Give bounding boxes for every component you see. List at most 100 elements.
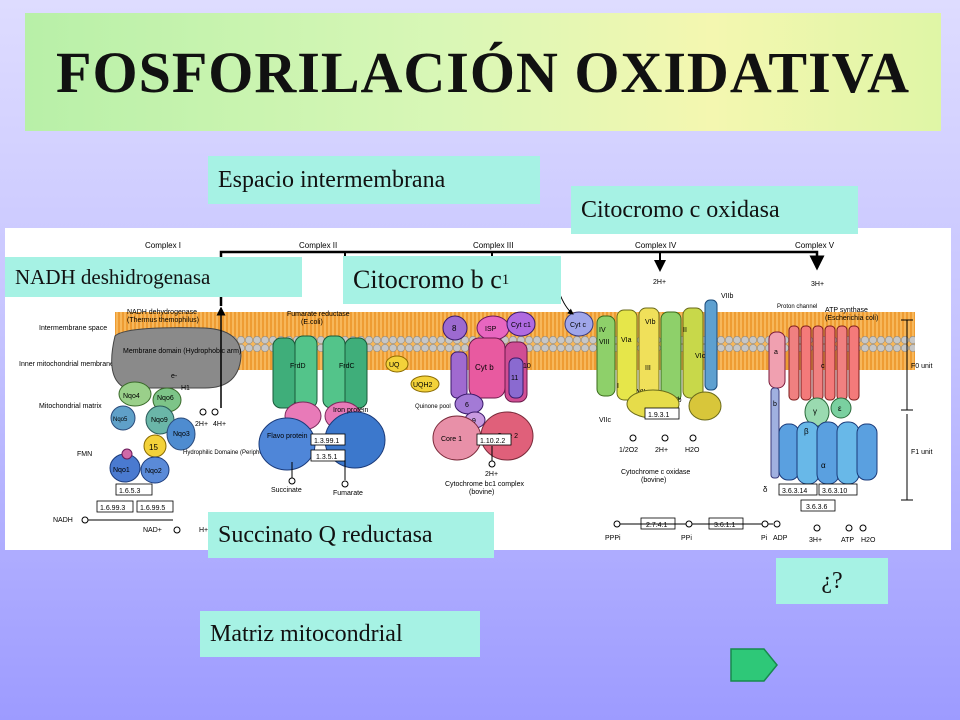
subunit-epsilon: ε xyxy=(838,404,842,413)
metabolite-h2o: H2O xyxy=(685,447,700,454)
metabolite-3h-top: 3H+ xyxy=(811,281,824,288)
proton-channel-label: Proton channel xyxy=(777,304,817,310)
label-succinate-q-reductase: Succinato Q reductasa xyxy=(208,512,494,558)
unit-f1: F1 unit xyxy=(911,449,932,456)
metabolite-succinate: Succinate xyxy=(271,487,302,494)
ec-1-3-99-1: 1.3.99.1 xyxy=(314,438,339,445)
subunit-core1: Core 1 xyxy=(441,436,462,443)
subunit-delta: δ xyxy=(763,485,768,494)
ec-1-6-99-3: 1.6.99.3 xyxy=(100,505,125,512)
ec-3-6-1-1: 3.6.1.1 xyxy=(714,522,736,529)
ec-2-7-4-1: 2.7.4.1 xyxy=(646,522,668,529)
label-cyt-oxidase-text: Citocromo c oxidasa xyxy=(581,196,780,223)
complex4-name: Cytochrome c oxidase xyxy=(621,469,690,476)
subunit-nqo3: Nqo3 xyxy=(173,431,190,438)
label-matrix-text: Matriz mitocondrial xyxy=(210,620,403,647)
subunit-9: 9 xyxy=(472,418,476,425)
label-cytochrome-c-oxidase: Citocromo c oxidasa xyxy=(571,186,858,234)
next-slide-button[interactable] xyxy=(730,648,778,687)
subunit-alpha: α xyxy=(821,461,826,470)
complex-header-1: Complex I xyxy=(145,241,181,250)
complex1-membrane-arm xyxy=(111,327,242,389)
complex2-organism: (E.coli) xyxy=(301,319,323,326)
complex3-name: Cytochrome bc1 complex xyxy=(445,481,524,488)
subunit-frdc: FrdC xyxy=(339,363,355,370)
quinone-uqh2: UQH2 xyxy=(413,382,433,389)
label-nadh-dehydrogenase: NADH deshidrogenasa xyxy=(5,257,302,297)
metabolite-2h-c3: 2H+ xyxy=(485,471,498,478)
metabolite-2h-c4-top: 2H+ xyxy=(653,279,666,286)
subunit-gamma: γ xyxy=(813,407,817,416)
next-slide-arrow-icon xyxy=(730,648,778,682)
subunit-iii: III xyxy=(645,365,651,372)
complex-header-4: Complex IV xyxy=(635,241,677,250)
subunit-8: 8 xyxy=(452,324,457,333)
ec-1-6-99-5: 1.6.99.5 xyxy=(140,505,165,512)
subunit-nqo2: Nqo2 xyxy=(145,468,162,475)
metabolite-3h-bottom: 3H+ xyxy=(809,537,822,544)
subunit-b: b xyxy=(773,401,777,408)
complex-1: NADH dehydrogenase (Thermus themophilus)… xyxy=(53,306,283,534)
metabolite-2h-c4-bottom: 2H+ xyxy=(655,447,668,454)
metabolite-h: H+ xyxy=(199,527,208,534)
complex5-name: ATP synthase xyxy=(825,307,868,314)
subunit-viii: VIII xyxy=(599,339,610,346)
label-mitochondrial-matrix: Matriz mitocondrial xyxy=(200,611,480,657)
subunit-h1: H1 xyxy=(181,385,190,392)
subunit-nqo9: Nqo9 xyxy=(151,417,168,424)
side-label-matrix: Mitochondrial matrix xyxy=(39,403,102,410)
complex1-organism: (Thermus themophilus) xyxy=(127,317,199,324)
subunit-vic: VIc xyxy=(695,353,706,360)
complex-2: Fumarate reductase (E.coli) FrdD FrdC Fl… xyxy=(258,311,451,497)
label-intermembrane-space: Espacio intermembrana xyxy=(208,156,540,204)
complex1-membrane-label: Membrane domain (Hydrophobic arm) xyxy=(123,348,241,355)
subunit-flavo: Flavo protein xyxy=(267,433,308,440)
label-intermembrane-text: Espacio intermembrana xyxy=(218,166,446,193)
oxphos-diagram-svg: Complex I Complex II Complex III Complex… xyxy=(19,241,932,544)
metabolite-h2o-c5: H2O xyxy=(861,537,876,544)
subunit-viic: VIIc xyxy=(599,417,612,424)
ec-3-6-3-14: 3.6.3.14 xyxy=(782,488,807,495)
label-succinate-text: Succinato Q reductasa xyxy=(218,521,433,548)
metabolite-2h: 2H+ xyxy=(195,421,208,428)
subunit-nqo5: Nqo5 xyxy=(113,417,128,423)
page-title: FOSFORILACIÓN OXIDATIVA xyxy=(56,39,910,105)
complex2-name: Fumarate reductase xyxy=(287,311,350,318)
label-nadh-text: NADH deshidrogenasa xyxy=(15,264,211,289)
quinone-pool: Quinone pool xyxy=(415,404,451,410)
subunit-vib: VIb xyxy=(645,319,656,326)
subunit-via: VIa xyxy=(621,337,632,344)
metabolite-half-o2: 1/2O2 xyxy=(619,447,638,454)
side-label-inner-membrane: Inner mitochondrial membrane xyxy=(19,361,114,368)
subunit-10: 10 xyxy=(523,363,531,370)
complex-4: Cyt c VIIb IV VIII VIb II VIa III VIc Vb… xyxy=(558,279,734,484)
unit-f0: F0 unit xyxy=(911,363,932,370)
complex-header-2: Complex II xyxy=(299,241,337,250)
subunit-cytc: Cyt c xyxy=(570,322,586,329)
subunit-a: a xyxy=(774,349,778,356)
complex-header-3: Complex III xyxy=(473,241,513,250)
label-question: ¿? xyxy=(776,558,888,604)
quinone-uq: UQ xyxy=(389,362,400,369)
title-banner: FOSFORILACIÓN OXIDATIVA xyxy=(25,13,941,131)
subunit-nqo1: Nqo1 xyxy=(113,467,130,474)
ec-1-9-3-1: 1.9.3.1 xyxy=(648,412,670,419)
label-cyt-bc1-text: Citocromo b c xyxy=(353,265,502,294)
subunit-beta: β xyxy=(804,427,809,436)
subunit-iv: IV xyxy=(599,327,606,334)
subunit-cytb: Cyt b xyxy=(475,363,494,372)
subunit-iron: Iron protein xyxy=(333,407,369,414)
subunit-6: 6 xyxy=(465,402,469,409)
label-cyt-bc1-subscript: 1 xyxy=(501,271,510,288)
subunit-11: 11 xyxy=(511,375,518,382)
subunit-cytc1: Cyt c1 xyxy=(511,322,531,329)
ec-3-6-3-6: 3.6.3.6 xyxy=(806,504,828,511)
metabolite-atp: ATP xyxy=(841,537,854,544)
complex4-organism: (bovine) xyxy=(641,477,666,484)
ec-1-10-2-2: 1.10.2.2 xyxy=(480,438,505,445)
subunit-ii: II xyxy=(683,327,687,334)
subunit-i: I xyxy=(617,383,619,390)
metabolite-ppi: PPi xyxy=(681,535,692,542)
subunit-nqo6: Nqo6 xyxy=(157,395,174,402)
